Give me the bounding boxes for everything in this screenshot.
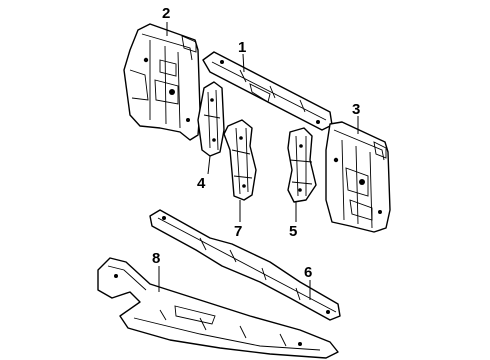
part-6-lower-support-bar <box>149 209 341 321</box>
part-2-left-side-panel <box>123 23 201 141</box>
callout-1: 1 <box>238 39 246 56</box>
callout-2: 2 <box>162 5 170 22</box>
callout-3: 3 <box>352 101 360 118</box>
part-5-center-brace <box>287 127 317 203</box>
leader-lines <box>158 22 359 300</box>
part-8-splash-shield <box>97 257 339 359</box>
part-3-right-side-panel <box>325 121 391 233</box>
part-4-left-brace <box>197 81 225 157</box>
callout-5: 5 <box>289 223 297 240</box>
callout-8: 8 <box>152 250 160 267</box>
part-7-center-brace <box>223 119 257 201</box>
leader-1 <box>242 53 245 73</box>
part-1-upper-support-bar <box>202 51 333 131</box>
callout-4: 4 <box>197 175 206 192</box>
callout-numbers: 1 2 3 4 5 6 7 8 <box>152 5 360 281</box>
callout-7: 7 <box>234 223 242 240</box>
leader-4 <box>207 155 211 175</box>
callout-6: 6 <box>304 264 312 281</box>
